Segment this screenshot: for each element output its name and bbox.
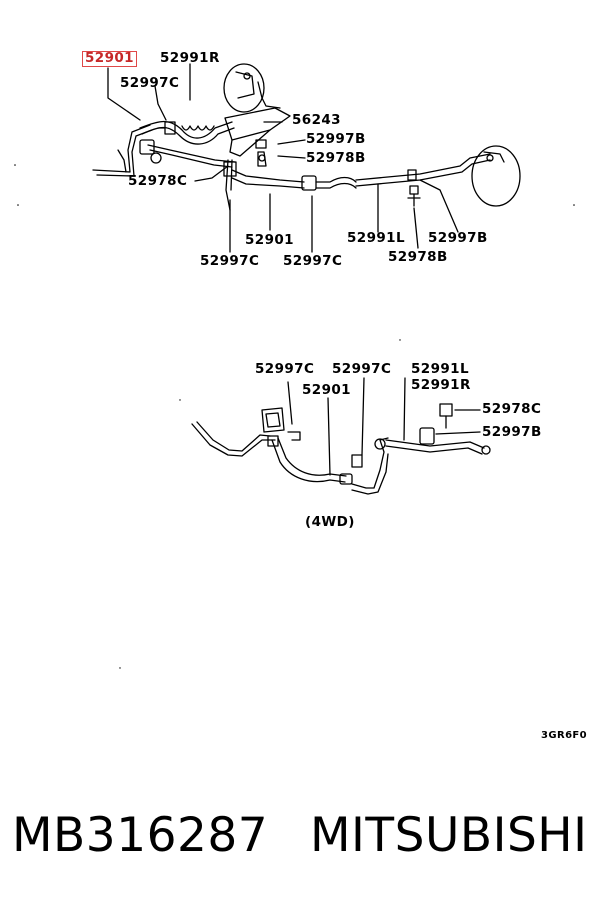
part-label-52997C-upper: 52997C: [120, 75, 180, 91]
variant-label-4wd: (4WD): [305, 514, 355, 530]
part-label-52978B-upper: 52978B: [306, 150, 366, 166]
part-label-56243: 56243: [292, 112, 341, 128]
lower-assembly: [191, 377, 491, 495]
part-label-52978C-lower: 52978C: [482, 401, 542, 417]
part-label-52901-lower: 52901: [302, 382, 351, 398]
part-label-52997C-left: 52997C: [200, 253, 260, 269]
upper-assembly: [92, 63, 521, 253]
part-label-52991L-lower: 52991L: [411, 361, 469, 377]
part-label-52978B-right: 52978B: [388, 249, 448, 265]
part-label-52997C-lower-right: 52997C: [332, 361, 392, 377]
brake-hose-diagram: [14, 63, 575, 669]
part-number: MB316287: [12, 808, 269, 863]
part-label-52997B-lower: 52997B: [482, 424, 542, 440]
part-label-52901-middle: 52901: [245, 232, 294, 248]
part-label-52991R: 52991R: [160, 50, 220, 66]
part-label-52991R-lower: 52991R: [411, 377, 471, 393]
part-label-52997C-right: 52997C: [283, 253, 343, 269]
part-label-52901-highlighted: 52901: [82, 51, 137, 67]
part-label-52997C-lower-left: 52997C: [255, 361, 315, 377]
part-label-52978C-upper: 52978C: [128, 173, 188, 189]
brand-name: MITSUBISHI: [310, 808, 588, 863]
scan-specks: [14, 164, 575, 669]
part-label-52991L: 52991L: [347, 230, 405, 246]
part-label-52997B-upper: 52997B: [306, 131, 366, 147]
part-label-52997B-right: 52997B: [428, 230, 488, 246]
figure-code: 3GR6F0: [541, 730, 588, 741]
